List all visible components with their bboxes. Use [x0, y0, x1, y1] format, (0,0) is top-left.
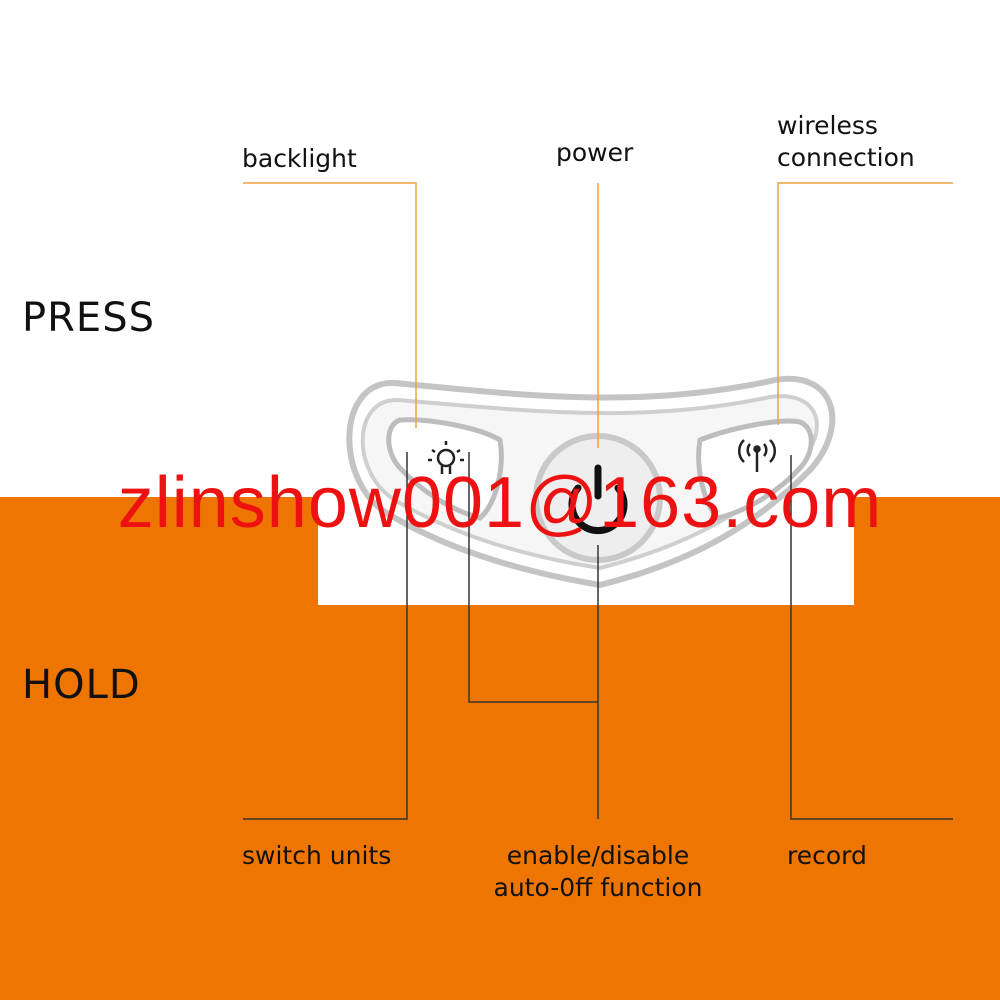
wireless-antenna-icon — [737, 439, 777, 472]
record-label: record — [787, 841, 867, 870]
press-leader-lines — [243, 182, 953, 448]
watermark-text: zlinshow001@163.com — [117, 463, 883, 543]
auto-off-label: enable/disable auto-0ff function — [470, 840, 726, 904]
press-section-label: PRESS — [22, 295, 155, 341]
backlight-bulb-icon — [428, 441, 464, 474]
auto-off-label-line2: auto-0ff function — [493, 873, 703, 902]
record-leader — [790, 455, 953, 820]
backlight-label: backlight — [242, 144, 357, 173]
switch-units-label: switch units — [242, 841, 392, 870]
wireless-label-line1: wireless — [777, 111, 878, 140]
backlight-leader — [243, 182, 417, 428]
wireless-leader — [777, 182, 953, 425]
switch-units-leader — [243, 452, 408, 820]
wireless-button[interactable] — [696, 418, 814, 521]
auto-off-leader — [468, 452, 599, 819]
wireless-label-line2: connection — [777, 143, 915, 172]
power-icon — [568, 464, 628, 535]
auto-off-label-line1: enable/disable — [506, 841, 690, 870]
wireless-connection-label: wireless connection — [777, 110, 915, 174]
hold-leader-lines — [243, 452, 953, 820]
power-label: power — [556, 138, 634, 167]
hold-section-label: HOLD — [22, 662, 141, 708]
backlight-button[interactable] — [386, 417, 504, 521]
